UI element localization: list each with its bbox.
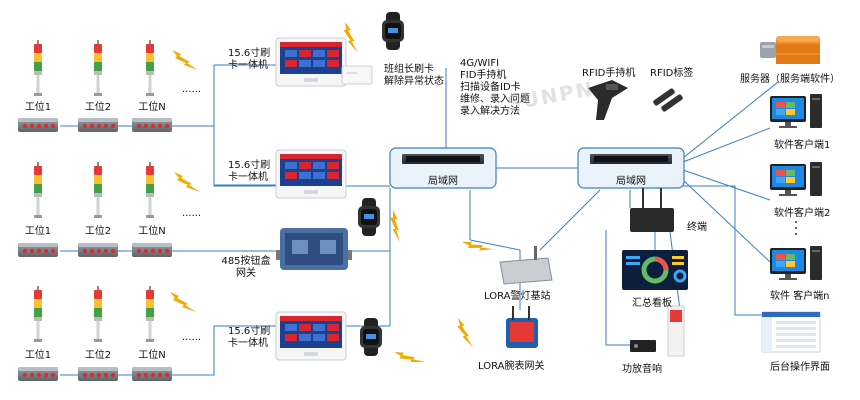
signal-tower-icon: [34, 40, 42, 96]
station-label: 工位2: [84, 226, 112, 237]
button-box-icon: [132, 118, 172, 132]
ellipsis-icon: [795, 221, 797, 235]
watch-icon: [382, 12, 404, 50]
wireless-bolt-icon: [449, 318, 482, 348]
client-pc-icon: [770, 162, 822, 196]
button-box-icon: [78, 367, 118, 381]
watch-icon: [358, 198, 380, 236]
signal-tower-icon: [34, 162, 42, 218]
client-pc-icon: [770, 246, 822, 280]
station-group-3: [18, 286, 172, 381]
server-icon: [760, 36, 820, 64]
lora-watch-label: LORA腕表网关: [478, 361, 545, 372]
client-pc-icon: [770, 94, 822, 128]
signal-tower-icon: [146, 40, 154, 96]
wireless-bolt-icon: [174, 172, 200, 192]
station-label: 工位N: [138, 226, 166, 237]
station-label: 工位2: [84, 350, 112, 361]
id-card-icon: [341, 65, 373, 85]
station-label: 工位N: [138, 102, 166, 113]
button-box-icon: [18, 118, 58, 132]
signal-tower-icon: [34, 286, 42, 342]
kiosk-label: 15.6寸刷 卡一体机: [228, 160, 271, 183]
button-box-icon: [132, 367, 172, 381]
admin-ui-icon: [761, 311, 821, 353]
kiosk-label: 15.6寸刷 卡一体机: [228, 48, 271, 71]
client-label: 软件客户端1: [774, 140, 831, 151]
lan-label-right: 局域网: [616, 176, 646, 187]
dashboard-label: 汇总看板: [632, 298, 672, 309]
kiosk-label: 15.6寸刷 卡一体机: [228, 326, 271, 349]
lora-base-label: LORA警灯基站: [484, 291, 551, 302]
terminal-label: 终端: [687, 222, 707, 233]
wifi-note: 4G/WIFI FID手持机 扫描设备ID卡 维修、录入问题 录入解决方法: [460, 58, 530, 117]
ellipsis-text: ......: [182, 332, 202, 343]
client-label: 软件 客户端n: [770, 291, 830, 302]
lan-label-left: 局域网: [428, 176, 458, 187]
button-box-icon: [18, 367, 58, 381]
signal-tower-icon: [94, 286, 102, 342]
station-label: 工位1: [24, 350, 52, 361]
dashboard-icon: [622, 250, 688, 290]
station-group-1: [18, 40, 172, 132]
card-kiosk-icon: [275, 311, 347, 361]
lora-watch-gateway-icon: [506, 306, 538, 348]
server-label: 服务器（服务端软件）: [740, 74, 840, 85]
rfid-tag-icon: [653, 88, 683, 112]
rfid-tag-label: RFID标签: [650, 68, 694, 79]
card-kiosk-icon: [275, 149, 347, 199]
card-note: 班组长刷卡 解除异常状态: [384, 64, 444, 87]
terminal-icon: [630, 188, 674, 232]
button-box-icon: [78, 243, 118, 257]
lora-base-icon: [499, 246, 553, 285]
signal-tower-icon: [146, 286, 154, 342]
station-label: 工位2: [84, 102, 112, 113]
speaker-icon: [630, 305, 685, 357]
gateway-485-label: 485按钮盒 网关: [221, 256, 271, 279]
client-label: 软件客户端2: [774, 208, 831, 219]
signal-tower-icon: [94, 162, 102, 218]
station-group-2: [18, 162, 172, 257]
button-box-icon: [132, 243, 172, 257]
wireless-bolt-icon: [170, 292, 196, 312]
watch-icon: [360, 318, 382, 356]
station-label: 工位N: [138, 350, 166, 361]
station-label: 工位1: [24, 226, 52, 237]
station-label: 工位1: [24, 102, 52, 113]
gateway-485-icon: [276, 228, 352, 270]
rfid-handheld-label: RFID手持机: [582, 68, 636, 79]
signal-tower-icon: [146, 162, 154, 218]
ellipsis-text: ......: [182, 208, 202, 219]
button-box-icon: [18, 243, 58, 257]
card-kiosk-icon: [275, 37, 347, 87]
wireless-bolt-icon: [394, 343, 426, 371]
signal-tower-icon: [94, 40, 102, 96]
wireless-bolt-icon: [172, 50, 198, 70]
ellipsis-text: ......: [182, 84, 202, 95]
rfid-handheld-icon: [588, 80, 628, 120]
wireless-bolt-icon: [462, 231, 495, 261]
wireless-bolt-icon: [380, 210, 413, 243]
button-box-icon: [78, 118, 118, 132]
speaker-label: 功放音响: [622, 364, 662, 375]
admin-ui-label: 后台操作界面: [770, 362, 830, 373]
